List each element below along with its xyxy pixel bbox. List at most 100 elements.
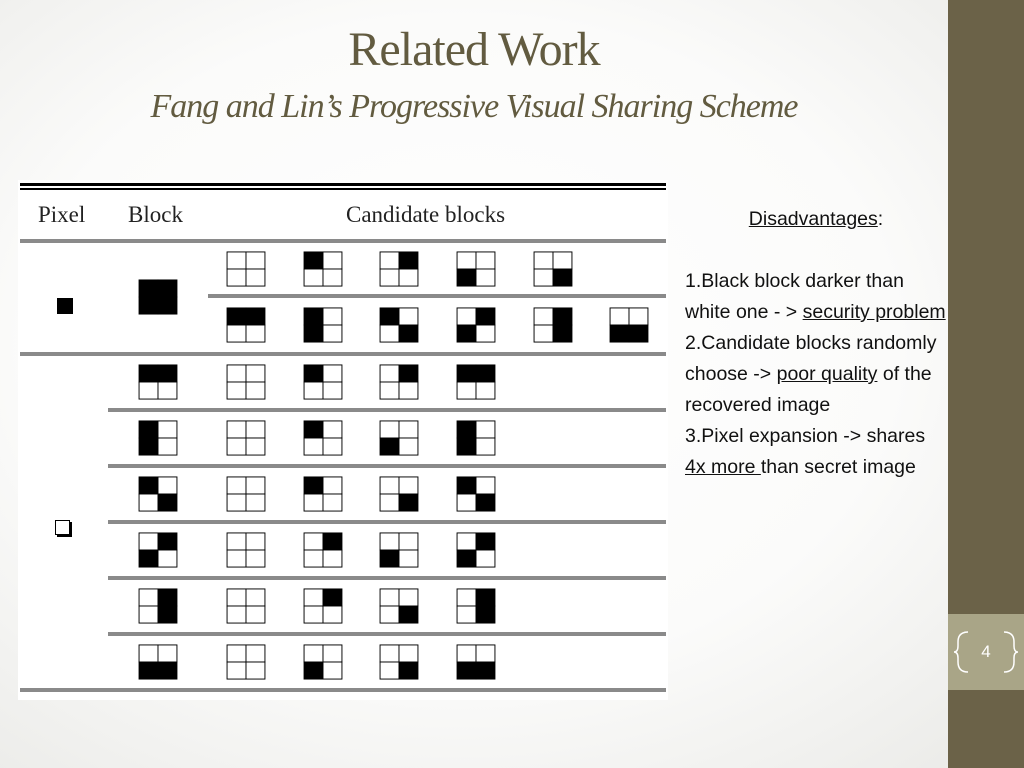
header-pixel: Pixel: [38, 202, 86, 227]
white-cell: [456, 588, 477, 607]
white-cell: [398, 549, 419, 568]
white-cell: [226, 437, 247, 456]
candidate-block: [226, 644, 266, 680]
candidate-block: [456, 644, 496, 680]
white-cell: [138, 644, 159, 663]
white-cell: [475, 644, 496, 663]
white-cell: [226, 251, 247, 270]
point-3: 3.Pixel expansion -> shares 4x more than…: [685, 421, 947, 483]
point-2-underlined: poor quality: [776, 363, 878, 385]
black-cell: [157, 279, 178, 298]
white-cell: [379, 364, 400, 383]
black-cell: [475, 661, 496, 680]
white-cell: [303, 437, 324, 456]
candidate-block: [379, 364, 419, 400]
white-cell: [226, 493, 247, 512]
black-cell: [157, 493, 178, 512]
black-cell: [456, 549, 477, 568]
white-cell: [226, 644, 247, 663]
white-cell: [245, 605, 266, 624]
white-cell: [379, 381, 400, 400]
white-cell: [456, 605, 477, 624]
point-3-text-end: than secret image: [760, 456, 916, 478]
black-cell: [322, 588, 343, 607]
white-cell: [245, 661, 266, 680]
table-top-rule-2: [20, 188, 666, 190]
white-cell: [379, 268, 400, 287]
white-cell: [456, 644, 477, 663]
white-cell: [226, 420, 247, 439]
white-cell: [245, 549, 266, 568]
white-cell: [398, 437, 419, 456]
white-cell: [379, 420, 400, 439]
white-cell: [322, 644, 343, 663]
white-cell: [226, 381, 247, 400]
white-cell: [552, 251, 573, 270]
white-cell: [322, 251, 343, 270]
black-cell: [456, 476, 477, 495]
white-cell: [157, 420, 178, 439]
disadvantages-text: Disadvantages: 1.Black block darker than…: [685, 204, 947, 483]
white-cell: [398, 420, 419, 439]
black-cell: [552, 268, 573, 287]
white-pixel-block: [138, 532, 178, 568]
white-cell: [398, 307, 419, 326]
white-cell: [456, 307, 477, 326]
white-cell: [157, 437, 178, 456]
white-cell: [322, 605, 343, 624]
candidate-block: [379, 420, 419, 456]
table-top-rule: [20, 183, 666, 186]
white-cell: [138, 605, 159, 624]
point-1-underlined: security problem: [802, 301, 946, 323]
black-cell: [552, 324, 573, 343]
white-cell: [245, 437, 266, 456]
white-cell: [245, 644, 266, 663]
white-pixel-block: [138, 420, 178, 456]
candidate-block: [533, 251, 573, 287]
white-cell: [303, 268, 324, 287]
white-cell: [533, 307, 554, 326]
black-cell: [456, 437, 477, 456]
white-cell: [533, 251, 554, 270]
white-cell: [379, 644, 400, 663]
white-cell: [303, 532, 324, 551]
candidate-block: [456, 251, 496, 287]
white-cell: [322, 549, 343, 568]
black-cell: [157, 364, 178, 383]
candidate-block: [456, 364, 496, 400]
white-cell: [475, 476, 496, 495]
white-cell: [138, 381, 159, 400]
white-pixel-block: [138, 644, 178, 680]
candidate-block: [456, 476, 496, 512]
black-cell: [398, 661, 419, 680]
candidate-block: [456, 588, 496, 624]
white-cell: [245, 268, 266, 287]
white-pixel-block: [138, 364, 178, 400]
point-2-text: 2.Candidate blocks randomly choose ->: [685, 332, 937, 385]
white-cell: [322, 268, 343, 287]
point-3-text: 3.Pixel expansion -> shares: [685, 425, 926, 447]
black-cell: [398, 251, 419, 270]
candidate-block: [303, 532, 343, 568]
black-cell: [322, 532, 343, 551]
white-cell: [245, 381, 266, 400]
black-pixel-block: [138, 279, 178, 315]
white-cell: [379, 605, 400, 624]
candidate-block: [303, 420, 343, 456]
white-cell: [322, 324, 343, 343]
white-cell: [475, 420, 496, 439]
white-cell: [245, 588, 266, 607]
page-number-box: 4: [948, 614, 1024, 690]
black-cell: [398, 364, 419, 383]
black-cell: [398, 605, 419, 624]
white-cell: [322, 493, 343, 512]
candidate-block: [226, 476, 266, 512]
white-cell: [226, 476, 247, 495]
white-cell: [475, 437, 496, 456]
candidate-blocks-table: Pixel Block Candidate blocks: [18, 180, 668, 700]
black-cell: [628, 324, 649, 343]
white-cell: [322, 661, 343, 680]
candidate-block: [379, 644, 419, 680]
black-cell: [456, 324, 477, 343]
white-cell: [533, 324, 554, 343]
